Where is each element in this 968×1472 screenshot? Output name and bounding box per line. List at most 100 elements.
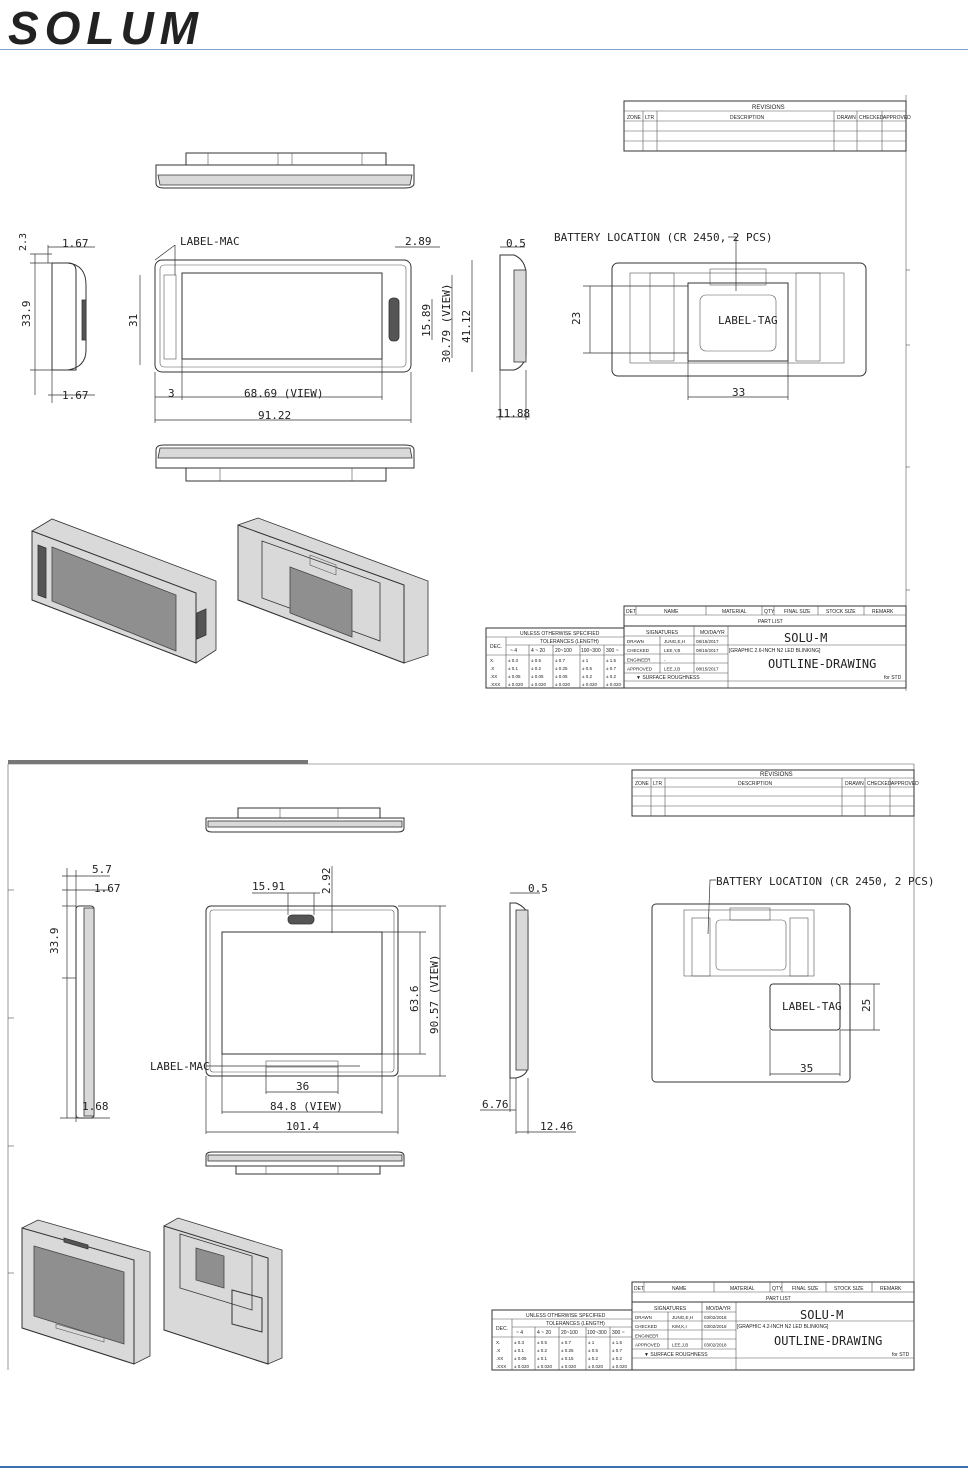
tol-cell: ± 0.2 xyxy=(606,674,616,679)
battery-location-1: BATTERY LOCATION (CR 2450, 2 PCS) xyxy=(554,231,773,244)
label-tag-1: LABEL-TAG xyxy=(718,314,778,327)
tol-row-dec: .XX xyxy=(490,674,497,679)
dim-1-68: 1.68 xyxy=(82,1100,109,1113)
tol-cell: ± 1.5 xyxy=(612,1340,622,1345)
tb-date: 08/15/2017 xyxy=(696,648,719,653)
tol-cell: ± 0.020 xyxy=(537,1364,552,1369)
tol-title: UNLESS OTHERWISE SPECIFIED xyxy=(520,631,600,637)
label-tag-2: LABEL-TAG xyxy=(782,1000,842,1013)
tb-role: ENGINEER xyxy=(635,1333,659,1338)
tb-product: [GRAPHIC 2.6-INCH N2 LED BLINKING] xyxy=(729,648,821,654)
tb-role: APPROVED xyxy=(627,667,653,672)
tb-drawing-name: OUTLINE-DRAWING xyxy=(768,657,876,671)
tol-cell: ± 0.3 xyxy=(514,1340,524,1345)
dim-5-7: 5.7 xyxy=(92,863,112,876)
tol-row-dec: .XXX xyxy=(496,1364,506,1369)
dim-35: 35 xyxy=(800,1062,813,1075)
tol-cell: ± 0.25 xyxy=(561,1348,574,1353)
tb-date: 03/02/2018 xyxy=(704,1324,727,1329)
dim-33: 33 xyxy=(732,386,745,399)
bottom-side-view-2 xyxy=(205,1151,405,1175)
front-view-2: 15.91 2.92 63.6 90.57 (VIEW) LABEL-MAC 3… xyxy=(150,866,446,1134)
dim-11-88: 11.88 xyxy=(497,407,530,420)
tb-roughness: ▼ SURFACE ROUGHNESS xyxy=(636,675,700,681)
dim-63-6: 63.6 xyxy=(408,986,421,1013)
tb-date: 03/02/2018 xyxy=(704,1315,727,1320)
tolerance-block-2: UNLESS OTHERWISE SPECIFIED TOLERANCES (L… xyxy=(491,1309,633,1371)
tol-cell: ± 1 xyxy=(582,658,589,663)
pl-col-final-size: FINAL SIZE xyxy=(784,609,811,615)
part-list-2: DET NAME MATERIAL QTY FINAL SIZE STOCK S… xyxy=(631,1281,915,1303)
tol-row-dec: X. xyxy=(496,1340,500,1345)
tol-row-dec: .X xyxy=(490,666,494,671)
tb-name: JUNG,E,H xyxy=(664,639,685,644)
front-view: LABEL-MAC 2.89 31 15.89 30.79 (VIEW) 41.… xyxy=(127,235,473,423)
header-rule xyxy=(0,49,968,50)
dim-0-5: 0.5 xyxy=(506,237,526,250)
dim-1-67: 1.67 xyxy=(94,882,121,895)
tol-cell: ± 0.2 xyxy=(531,666,541,671)
tol-cell: ± 0.020 xyxy=(612,1364,627,1369)
tol-range: 4 ~ 20 xyxy=(531,648,545,654)
battery-location-2: BATTERY LOCATION (CR 2450, 2 PCS) xyxy=(716,875,935,888)
tol-title: UNLESS OTHERWISE SPECIFIED xyxy=(526,1313,606,1319)
rev-col-drawn: DRAWN xyxy=(837,115,856,121)
pl-col-remark: REMARK xyxy=(872,609,894,615)
tb-date-header: MO/DA/YR xyxy=(706,1306,731,1312)
label-mac-1: LABEL-MAC xyxy=(180,235,240,248)
pl-title: PART LIST xyxy=(766,1296,791,1302)
left-side-view-2: 5.7 1.67 33.9 1.68 xyxy=(48,863,121,1122)
tol-cell: ± 0.5 xyxy=(537,1340,547,1345)
iso-front-view-2 xyxy=(21,1219,151,1365)
tb-role: CHECKED xyxy=(635,1324,658,1329)
tol-cell: ± 0.05 xyxy=(555,674,568,679)
rev-col-zone: ZONE xyxy=(635,781,650,787)
revisions-table-2: REVISIONS ZONE LTR DESCRIPTION DRAWN CHE… xyxy=(631,769,919,817)
dim-2-3: 2.3 xyxy=(18,233,29,251)
tol-subtitle: TOLERANCES (LENGTH) xyxy=(546,1321,605,1327)
pl-col-stock-size: STOCK SIZE xyxy=(826,609,856,615)
rev-col-drawn: DRAWN xyxy=(845,781,864,787)
pl-col-material: MATERIAL xyxy=(722,609,747,615)
tb-company: SOLU-M xyxy=(784,631,827,645)
tol-range: 20~100 xyxy=(561,1330,578,1336)
pl-col-det: DET xyxy=(626,609,636,615)
tol-range: 300 ~ xyxy=(606,648,619,654)
tb-name: LEE,J,B xyxy=(664,667,680,672)
tol-cell: ± 0.2 xyxy=(582,674,592,679)
rev-col-ltr: LTR xyxy=(653,781,662,787)
dim-91-22: 91.22 xyxy=(258,409,291,422)
tol-row-dec: X. xyxy=(490,658,494,663)
right-side-view-2: 0.5 6.76 12.46 xyxy=(480,882,576,1134)
tb-date: 03/02/2018 xyxy=(704,1343,727,1348)
tol-cell: ± 0.05 xyxy=(508,674,521,679)
tol-cell: ± 0.15 xyxy=(561,1356,574,1361)
bottom-side-view xyxy=(155,444,415,482)
tol-subtitle: TOLERANCES (LENGTH) xyxy=(540,639,599,645)
dim-1-67-top: 1.67 xyxy=(62,237,89,250)
dim-36: 36 xyxy=(296,1080,309,1093)
dim-2-89: 2.89 xyxy=(405,235,432,248)
dim-33-9: 33.9 xyxy=(20,301,33,328)
tol-cell: ± 0.7 xyxy=(612,1348,622,1353)
dim-6-76: 6.76 xyxy=(482,1098,509,1111)
tol-cell: ± 0.5 xyxy=(588,1348,598,1353)
tolerance-block-1: UNLESS OTHERWISE SPECIFIED TOLERANCES (L… xyxy=(485,627,625,689)
tb-product: [GRAPHIC 4.2-INCH N2 LED BLINKING] xyxy=(737,1324,829,1330)
dim-15-91: 15.91 xyxy=(252,880,285,893)
tol-cell: ± 0.7 xyxy=(561,1340,571,1345)
rev-col-ltr: LTR xyxy=(645,115,654,121)
tol-cell: ± 0.2 xyxy=(588,1356,598,1361)
tol-cell: ± 0.2 xyxy=(612,1356,622,1361)
tol-row-dec: .XX xyxy=(496,1356,503,1361)
tol-cell: ± 0.25 xyxy=(555,666,568,671)
pl-col-stock-size: STOCK SIZE xyxy=(834,1286,864,1292)
dim-23: 23 xyxy=(570,312,583,325)
dim-84-8: 84.8 (VIEW) xyxy=(270,1100,343,1113)
tol-range: 4 ~ 20 xyxy=(537,1330,551,1336)
rev-col-approved: APPROVED xyxy=(891,781,919,787)
tb-signatures: SIGNATURES xyxy=(654,1306,687,1312)
tol-dec: DEC. xyxy=(490,644,502,650)
dim-12-46: 12.46 xyxy=(540,1120,573,1133)
